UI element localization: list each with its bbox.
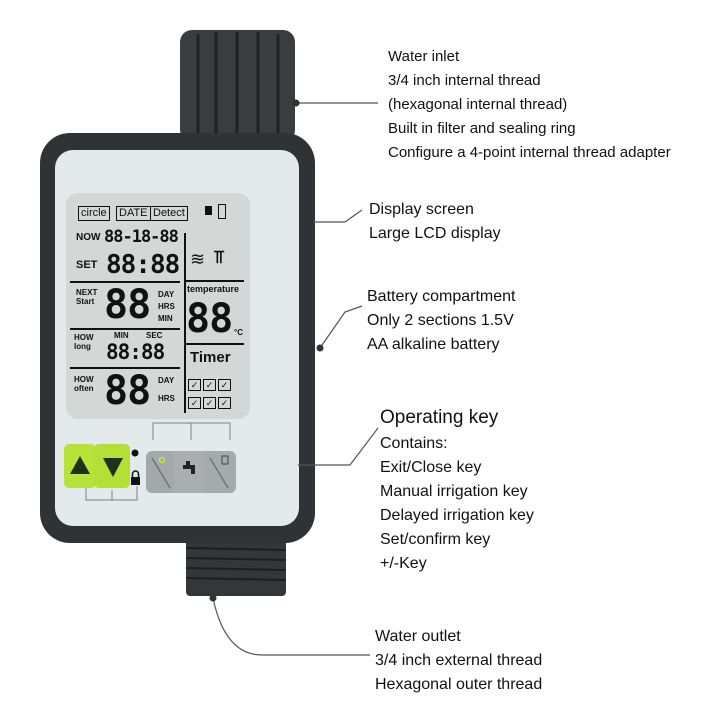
lcd-start-label: Start xyxy=(76,297,95,306)
faucet-icon xyxy=(183,461,195,474)
annotation-line: Built in filter and sealing ring xyxy=(388,120,576,137)
lcd-next-value: 88 xyxy=(104,282,151,328)
annotation-line: Water inlet xyxy=(388,48,460,65)
lcd-lock-icon xyxy=(205,206,212,215)
display-annotation: Display screen Large LCD display xyxy=(369,198,501,246)
annotation-line: (hexagonal internal thread) xyxy=(388,96,568,113)
up-arrow-icon xyxy=(70,456,90,474)
annotation-line: Contains: xyxy=(380,435,448,452)
annotation-line: Hexagonal outer thread xyxy=(375,676,543,693)
lcd-how-often: HOW often xyxy=(74,375,94,393)
annotation-line: Exit/Close key xyxy=(380,459,482,476)
lcd-sec-label: SEC xyxy=(146,331,163,340)
water-inlet-annotation: Water inlet 3/4 inch internal thread (he… xyxy=(388,45,671,165)
lcd-next-label: NEXT xyxy=(76,288,98,297)
lcd-hrs2: HRS xyxy=(158,394,175,403)
lcd-circle: circle xyxy=(78,206,110,221)
annotation-line: Manual irrigation key xyxy=(380,483,528,500)
lcd-day: DAY xyxy=(158,290,175,299)
annotation-line: AA alkaline battery xyxy=(367,336,500,353)
lcd-faucet-icon: ⫪ xyxy=(214,247,225,267)
lcd-hrs: HRS xyxy=(158,302,175,311)
lcd-checkboxes-row2: ✓✓✓ xyxy=(188,394,233,410)
lcd-date: DATE xyxy=(116,206,151,221)
exit-icon xyxy=(221,455,229,465)
lcd-water-level-icon: ≋ xyxy=(190,249,206,269)
operating-key-annotation: Operating key Contains: Exit/Close key M… xyxy=(380,404,534,576)
exit-close-key[interactable] xyxy=(204,451,236,493)
down-arrow-icon xyxy=(103,458,123,477)
lock-icon xyxy=(131,477,140,485)
lcd-often-value: 88 xyxy=(104,368,151,414)
annotation-line: Set/confirm key xyxy=(380,531,491,548)
battery-annotation: Battery compartment Only 2 sections 1.5V… xyxy=(367,285,516,357)
lcd-checkboxes-row1: ✓✓✓ xyxy=(188,376,233,392)
lcd-display: circle DATE Detect NOW 88-18-88 SET 88:8… xyxy=(66,193,250,419)
water-drop-icon xyxy=(131,449,139,457)
water-outlet-annotation: Water outlet 3/4 inch external thread He… xyxy=(375,625,542,697)
annotation-line: Display screen xyxy=(369,201,474,218)
lcd-celsius: °C xyxy=(234,328,243,337)
lcd-now-label: NOW xyxy=(76,232,101,243)
lcd-timer: Timer xyxy=(190,349,231,366)
annotation-line: +/-Key xyxy=(380,555,427,572)
annotation-line: Delayed irrigation key xyxy=(380,507,534,524)
annotation-line: 3/4 inch external thread xyxy=(375,652,543,669)
lcd-long-value: 88:88 xyxy=(106,340,165,364)
lcd-day2: DAY xyxy=(158,376,175,385)
lcd-battery-icon xyxy=(218,204,226,219)
lcd-min-label: MIN xyxy=(114,331,129,340)
lcd-now-value: 88-18-88 xyxy=(104,227,179,247)
annotation-line: Only 2 sections 1.5V xyxy=(367,312,514,329)
lcd-temp-value: 88 xyxy=(186,296,233,342)
lcd-set-value: 88:88 xyxy=(106,250,180,280)
lcd-how-long: HOW long xyxy=(74,333,94,351)
annotation-line: Battery compartment xyxy=(367,288,516,305)
lcd-detect: Detect xyxy=(150,206,188,221)
annotation-line: Water outlet xyxy=(375,628,461,645)
lcd-min: MIN xyxy=(158,314,173,323)
annotation-line: Large LCD display xyxy=(369,225,501,242)
manual-irrigation-key[interactable] xyxy=(175,451,203,493)
lcd-set-label: SET xyxy=(76,259,98,271)
lcd-temperature: temperature xyxy=(187,284,240,294)
annotation-line: 3/4 inch internal thread xyxy=(388,72,541,89)
annotation-line: Configure a 4-point internal thread adap… xyxy=(388,144,671,161)
annotation-title: Operating key xyxy=(380,407,499,428)
